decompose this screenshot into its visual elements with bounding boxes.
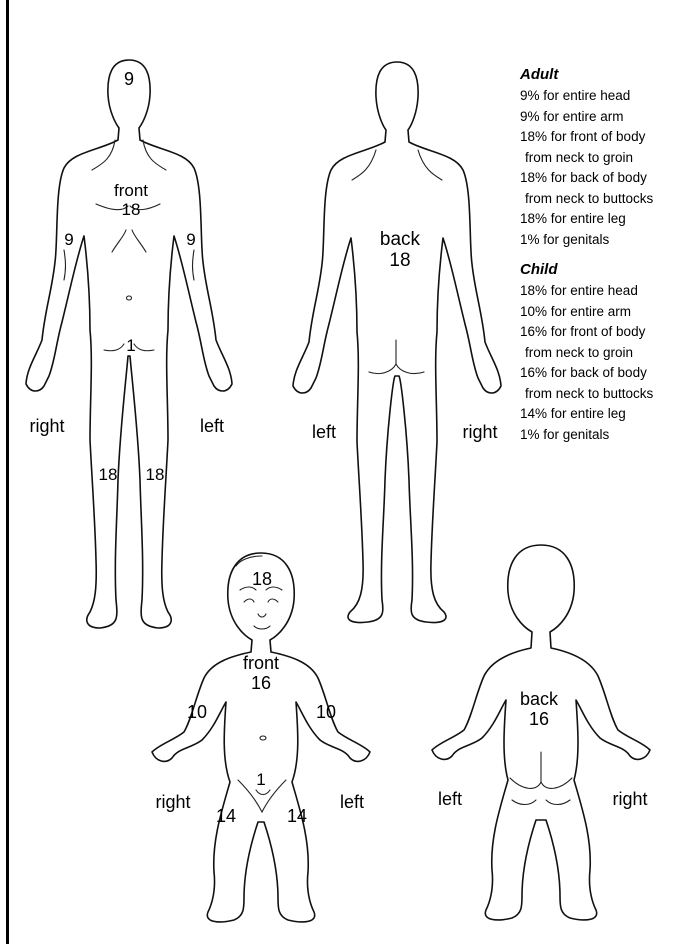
- adult-legend-heading: Adult: [520, 64, 692, 86]
- child-front-hand-side-right: right: [155, 792, 190, 812]
- adult-front-leg-left-value: 18: [146, 465, 165, 484]
- child-front-silhouette: [152, 553, 370, 922]
- adult-front-arm-left-value: 9: [186, 230, 195, 249]
- child-legend-line: 1% for genitals: [520, 425, 692, 446]
- child-legend-line: 14% for entire leg: [520, 404, 692, 425]
- child-front-arm-left-value: 10: [316, 702, 336, 722]
- child-front-trunk-value: 16: [251, 673, 271, 693]
- child-back-hand-side-left: left: [438, 789, 462, 809]
- child-back-silhouette: [432, 545, 650, 920]
- child-front-leg-left-value: 14: [287, 806, 307, 826]
- child-legend-line: 10% for entire arm: [520, 302, 692, 323]
- adult-legend-line: from neck to buttocks: [520, 189, 692, 210]
- child-front-head-value: 18: [252, 569, 272, 589]
- child-front-body: [152, 553, 370, 922]
- adult-legend-line: 18% for back of body: [520, 168, 692, 189]
- adult-front-hand-side-right: right: [29, 416, 64, 436]
- adult-front-genitals-value: 1: [126, 336, 135, 355]
- child-front-genitals-value: 1: [256, 770, 265, 789]
- adult-back-body: [293, 62, 501, 623]
- adult-front-side-label: front: [114, 181, 148, 200]
- adult-legend-line: 9% for entire head: [520, 86, 692, 107]
- adult-legend-line: 9% for entire arm: [520, 107, 692, 128]
- child-legend-line: from neck to groin: [520, 343, 692, 364]
- percentage-legend: Adult 9% for entire head 9% for entire a…: [520, 64, 692, 445]
- child-front-side-label: front: [243, 653, 279, 673]
- child-legend-line: 16% for front of body: [520, 322, 692, 343]
- child-legend-line: 16% for back of body: [520, 363, 692, 384]
- child-legend-line: from neck to buttocks: [520, 384, 692, 405]
- child-back-details: [510, 752, 572, 805]
- adult-front-arm-right-value: 9: [64, 230, 73, 249]
- child-back-body: [432, 545, 650, 920]
- adult-front-details: [64, 140, 194, 351]
- child-back-hand-side-right: right: [612, 789, 647, 809]
- child-back-side-label: back: [520, 689, 559, 709]
- adult-back-side-label: back: [380, 229, 421, 250]
- adult-legend-line: 18% for front of body: [520, 127, 692, 148]
- adult-back-hand-side-right: right: [462, 422, 497, 442]
- adult-legend-line: 1% for genitals: [520, 230, 692, 251]
- child-front-face: [236, 556, 282, 629]
- adult-back-hand-side-left: left: [312, 422, 336, 442]
- adult-front-trunk-value: 18: [122, 200, 141, 219]
- adult-front-head-value: 9: [124, 69, 134, 89]
- child-front-arm-right-value: 10: [187, 702, 207, 722]
- child-front-hand-side-left: left: [340, 792, 364, 812]
- child-front-leg-right-value: 14: [216, 806, 236, 826]
- adult-back-silhouette: [293, 62, 501, 623]
- adult-front-hand-side-left: left: [200, 416, 224, 436]
- child-legend-heading: Child: [520, 259, 692, 281]
- child-legend-line: 18% for entire head: [520, 281, 692, 302]
- adult-legend-line: 18% for entire leg: [520, 209, 692, 230]
- adult-back-trunk-value: 18: [389, 250, 410, 271]
- adult-legend-line: from neck to groin: [520, 148, 692, 169]
- adult-front-leg-right-value: 18: [99, 465, 118, 484]
- child-back-trunk-value: 16: [529, 709, 549, 729]
